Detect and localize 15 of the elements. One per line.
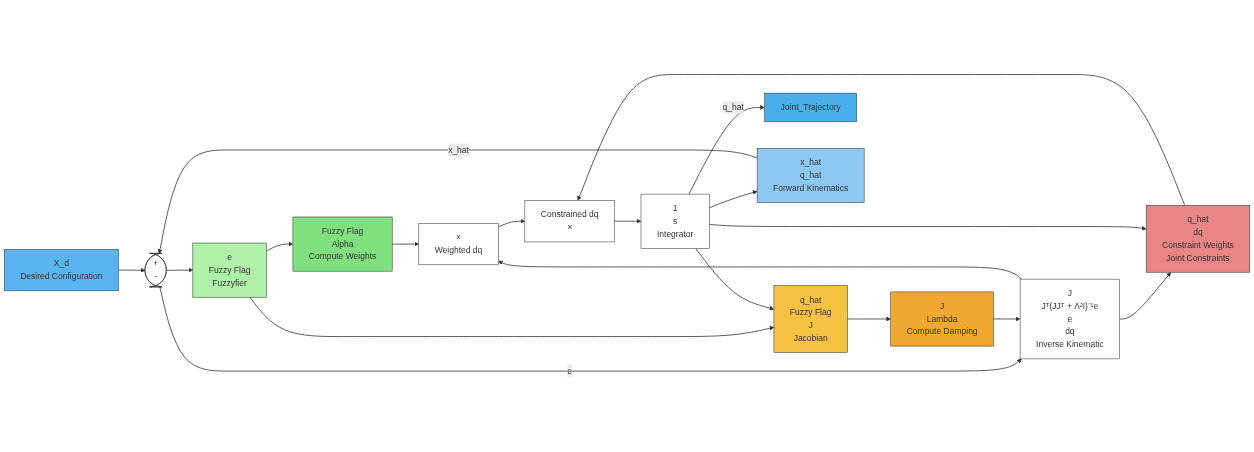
node-box: x_hat q_hat Forward Kinematics xyxy=(756,148,865,203)
node-box: 1 s Integrator xyxy=(640,193,710,249)
node-box: Joint_Trajectory xyxy=(764,92,857,123)
node-box: J Lambda Compute Damping xyxy=(890,291,994,347)
node-box: e Fuzzy Flag Fuzzyfier xyxy=(192,242,267,298)
edge-label: e xyxy=(567,366,572,376)
node-box: J Jᵀ(JJᵀ + Λ²I)⁻¹e e dq Inverse Kinematic xyxy=(1019,278,1120,360)
node-box: Constrained dq × xyxy=(524,200,615,243)
edge-label: x_hat xyxy=(448,145,469,155)
node-box: q_hat dq Constraint Weights Joint Constraints xyxy=(1145,205,1250,273)
edge-label: q_hat xyxy=(722,102,744,112)
node-box: q_hat Fuzzy Flag J Jacobian xyxy=(773,285,848,353)
node-box: Fuzzy Flag Alpha Compute Weights xyxy=(292,216,393,272)
node-box: × Weighted dq xyxy=(418,223,499,266)
node-box: X_d Desired Configuration xyxy=(4,249,119,292)
